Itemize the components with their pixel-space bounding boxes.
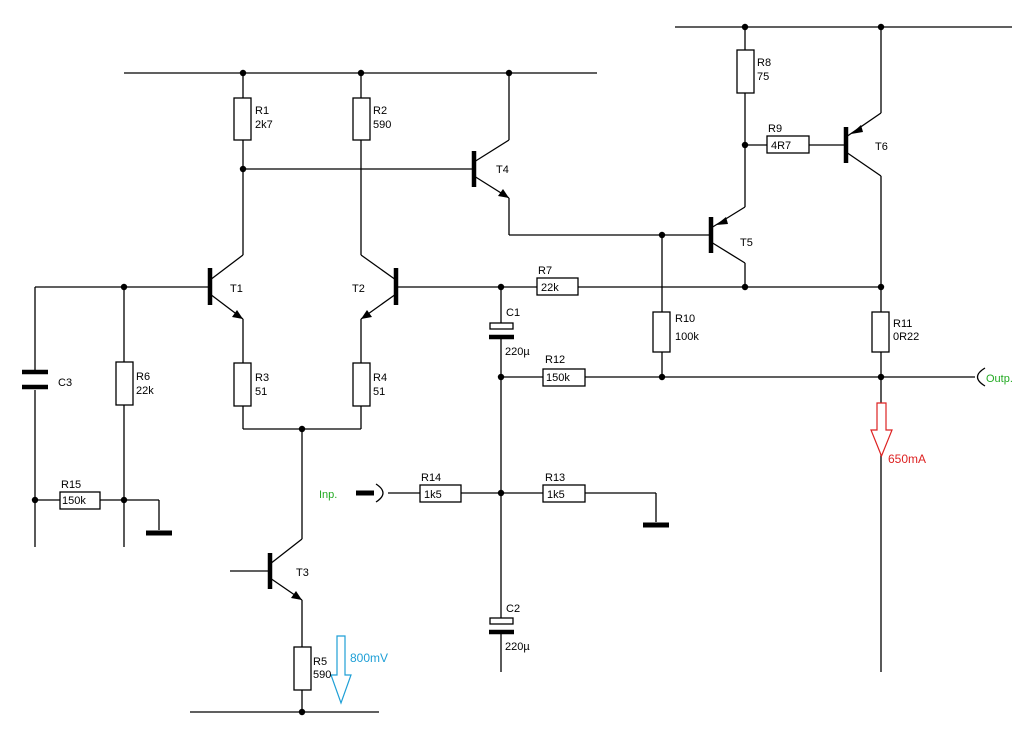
label-R3-ref: R3: [255, 372, 269, 384]
label-T6: T6: [875, 141, 888, 153]
resistor-R6: [115, 361, 134, 406]
transistor-T1: [207, 254, 244, 320]
label-R6-ref: R6: [136, 371, 150, 383]
transistor-T6: [843, 112, 882, 177]
transistor-T4: [471, 139, 510, 199]
output-label: Outp.: [986, 373, 1013, 385]
resistor-R14: [419, 484, 462, 503]
label-C2-ref: C2: [506, 603, 520, 615]
input-terminal: [356, 483, 384, 503]
label-R15-ref: R15: [61, 479, 81, 491]
label-T3: T3: [296, 567, 309, 579]
resistor-R11: [871, 311, 890, 353]
label-R6-value: 22k: [136, 385, 154, 397]
label-R14-ref: R14: [421, 472, 441, 484]
label-R15-value: 150k: [62, 495, 86, 507]
label-R5-value: 590: [313, 669, 331, 681]
wiring: [34, 27, 975, 712]
label-R2-ref: R2: [373, 105, 387, 117]
transistor-T5: [708, 206, 746, 264]
output-terminal: [976, 367, 986, 387]
resistor-R15: [59, 491, 101, 510]
label-R4-ref: R4: [373, 372, 387, 384]
label-R9-value: 4R7: [771, 140, 791, 152]
label-C1-ref: C1: [506, 307, 520, 319]
label-R8-value: 75: [757, 71, 769, 83]
label-C3-ref: C3: [58, 377, 72, 389]
label-R9-ref: R9: [768, 123, 782, 135]
label-R1-ref: R1: [255, 105, 269, 117]
label-R7-ref: R7: [538, 265, 552, 277]
label-R11-ref: R11: [893, 318, 912, 330]
transistor-T3: [267, 538, 303, 601]
label-R5-ref: R5: [313, 656, 327, 668]
voltage-arrow: [330, 635, 352, 705]
label-R12-value: 150k: [546, 372, 570, 384]
current-arrow: [870, 402, 893, 458]
label-T1: T1: [230, 283, 243, 295]
resistor-R4: [352, 362, 371, 407]
capacitor-C1: [489, 322, 514, 340]
label-R7-value: 22k: [541, 282, 559, 294]
resistor-R3: [233, 362, 252, 407]
resistor-R5: [293, 646, 312, 691]
label-T5: T5: [740, 237, 753, 249]
component-labels: R1 2k7 R2 590 R3 51 R4 51 R5 590 R6 22k …: [58, 57, 919, 681]
capacitor-C2: [489, 617, 514, 635]
resistor-R1: [233, 97, 252, 141]
resistor-R2: [352, 97, 371, 141]
label-R1-value: 2k7: [255, 119, 273, 131]
label-R10-ref: R10: [675, 313, 695, 325]
transistor-T2: [360, 254, 399, 320]
current-label: 650mA: [888, 452, 926, 466]
label-R11-value: 0R22: [893, 331, 919, 343]
resistor-R7: [536, 277, 579, 296]
label-R3-value: 51: [255, 386, 267, 398]
label-T4: T4: [496, 164, 509, 176]
label-R2-value: 590: [373, 119, 391, 131]
label-R13-ref: R13: [545, 472, 565, 484]
junction-dots: [31, 23, 885, 716]
label-R13-value: 1k5: [547, 489, 565, 501]
resistor-R13: [542, 484, 586, 503]
label-R10-value: 100k: [675, 331, 699, 343]
capacitor-C3: [22, 369, 48, 390]
input-label: Inp.: [319, 489, 337, 501]
resistor-R10: [652, 311, 671, 353]
label-T2: T2: [352, 283, 365, 295]
label-R12-ref: R12: [545, 354, 565, 366]
label-R8-ref: R8: [757, 57, 771, 69]
resistor-R12: [542, 368, 586, 387]
label-C1-value: 220µ: [505, 346, 530, 358]
resistor-R8: [736, 49, 755, 94]
label-R14-value: 1k5: [424, 489, 442, 501]
label-C2-value: 220µ: [505, 641, 530, 653]
voltage-label: 800mV: [350, 651, 388, 665]
label-R4-value: 51: [373, 386, 385, 398]
resistor-R9: [766, 135, 810, 154]
